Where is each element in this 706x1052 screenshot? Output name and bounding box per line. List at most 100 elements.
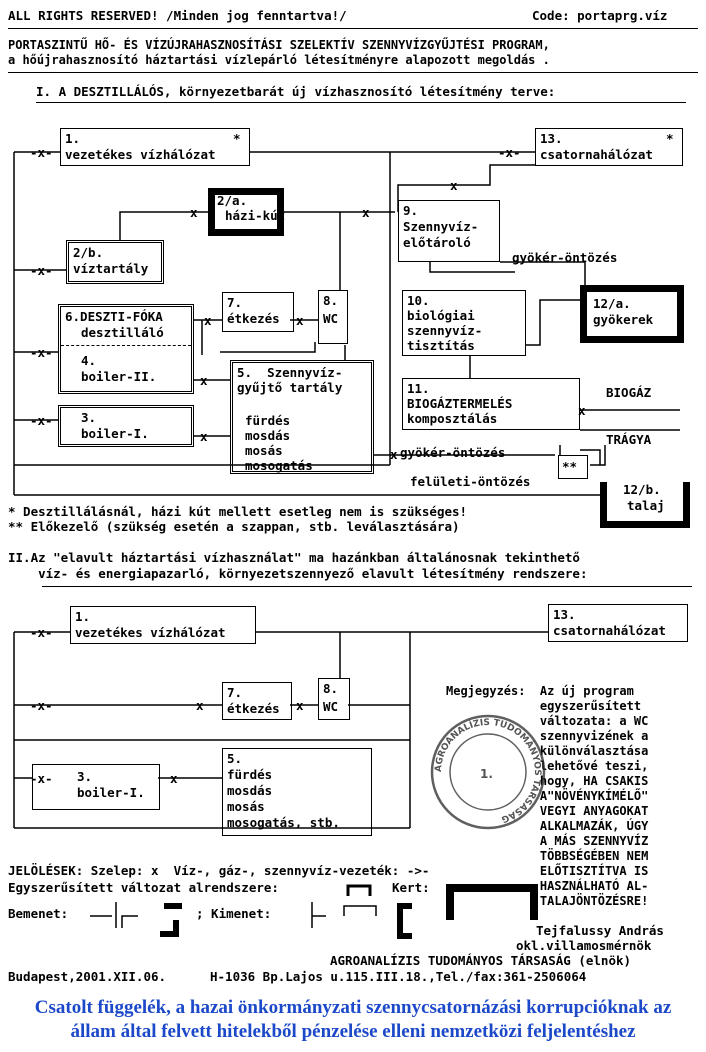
box-8-label: WC <box>323 311 339 326</box>
note-line-3: változata: a WC <box>446 714 649 728</box>
valve-marker: -x- <box>30 771 53 786</box>
title-line-2: a hőújrahasznosító háztartási vízlepárló… <box>8 53 550 67</box>
box-7-label: étkezés <box>227 311 280 326</box>
section2-rule <box>42 586 692 587</box>
subsystem-symbol <box>346 884 372 896</box>
box-13-number: 13. <box>540 131 563 146</box>
signature-org: AGROANALÍZIS TUDOMÁNYOS TÁRSASÁG (elnök) <box>330 953 632 968</box>
box-9-line-1: Szennyvíz- <box>403 219 479 234</box>
box-12a-number: 12/a. <box>593 296 631 311</box>
s2-box-5-item-4: mosogatás, stb. <box>227 815 340 830</box>
s2-box-5: 5. fürdés mosdás mosás mosogatás, stb. <box>222 748 372 836</box>
box-11-number: 11. <box>407 381 430 396</box>
box-12b-talaj: 12/b. talaj <box>600 482 690 528</box>
s2-box-13-csatornahalozat: 13. csatornahálózat <box>548 604 688 642</box>
valve-marker: -x- <box>498 145 521 160</box>
note-line-15: TALAJÖNTÖZÉSRE! <box>446 894 649 908</box>
box-2a-hazi-kut: 2/a. házi-kút <box>208 188 286 236</box>
valve-marker: x <box>296 313 304 328</box>
box-3-label: boiler-I. <box>81 426 149 441</box>
box-7-etkezes: 7. étkezés <box>222 292 294 332</box>
s2-box-5-item-1: fürdés <box>227 767 273 782</box>
s2-box-3-label: boiler-I. <box>77 785 145 800</box>
s2-box-13-number: 13. <box>553 607 576 622</box>
s2-box-7-label: étkezés <box>227 701 280 716</box>
note-line-9: VEGYI ANYAGOKAT <box>446 804 649 818</box>
note-line-14: HASZNÁLHATÓ AL- <box>446 879 649 893</box>
box-8-wc: 8. WC <box>318 290 348 344</box>
box-11-biogaztermeles: 11. BIOGÁZTERMELÉS komposztálás <box>402 378 580 430</box>
note-line-8: A"NÖVÉNYKÍMÉLŐ" <box>446 789 649 803</box>
kert-symbol <box>446 884 538 920</box>
s2-box-8-wc: 8. WC <box>318 678 350 720</box>
legend-bemenet: Bemenet: <box>8 906 69 921</box>
note-line-12: TÖBBSÉGÉBEN NEM <box>446 849 649 863</box>
box-10-line-3: tisztítás <box>407 338 475 353</box>
box-10-number: 10. <box>407 293 430 308</box>
box-pre-treatment: ** <box>558 455 588 479</box>
box-1-vezetekes-vizhalozat: 1. * vezetékes vízhálózat <box>60 128 250 166</box>
section1-rule <box>36 102 686 103</box>
note-line-13: ELŐTISZTÍTVA IS <box>446 864 649 878</box>
box-1-star: * <box>233 131 241 146</box>
box-9-number: 9. <box>403 203 419 218</box>
valve-marker: x <box>170 771 178 786</box>
footer-line-2: állam által felvett hitelekből pénzelése… <box>70 1021 636 1042</box>
box-4-label: boiler-II. <box>81 369 157 384</box>
box-7-number: 7. <box>227 295 243 310</box>
signature-name: Tejfalussy András <box>536 923 664 938</box>
valve-marker: x <box>190 205 198 220</box>
legend-kimenet: ; Kimenet: <box>196 906 272 921</box>
rights-text: ALL RIGHTS RESERVED! /Minden jog fenntar… <box>8 8 347 23</box>
valve-marker: -x- <box>30 145 53 160</box>
s2-box-3-number: 3. <box>77 769 93 784</box>
note-line-11: A MÁS SZENNYVÍZ <box>446 834 649 848</box>
legend-kert: Kert: <box>392 880 430 895</box>
box-6-divider <box>61 345 191 346</box>
valve-marker: x <box>200 373 208 388</box>
box-2b-viztartaly: 2/b. víztartály <box>66 240 164 284</box>
title-line-1: PORTASZINTŰ HŐ- ÉS VÍZÚJRAHASZNOSÍTÁSI S… <box>8 38 550 52</box>
note-line-5: különválasztása <box>446 744 649 758</box>
section1-heading: I. A DESZTILLÁLÓS, környezetbarát új víz… <box>36 84 556 99</box>
s2-box-1-label: vezetékes vízhálózat <box>75 625 226 640</box>
box-5-line-2: gyűjtő tartály <box>237 380 343 395</box>
box-2a-label: házi-kút <box>225 208 286 223</box>
valve-marker: -x- <box>30 625 53 640</box>
s2-box-5-item-3: mosás <box>227 799 265 814</box>
valve-marker: x <box>196 698 204 713</box>
box-9-szennyviz-elotarolo: 9. Szennyvíz- előtároló <box>398 200 500 262</box>
valve-marker: -x- <box>30 413 53 428</box>
box-1-label: vezetékes vízhálózat <box>65 147 216 162</box>
label-tragya: TRÁGYA <box>606 432 652 447</box>
box-13-star: * <box>666 131 674 146</box>
box-2a-number: 2/a. <box>217 193 248 208</box>
s2-box-7-number: 7. <box>227 685 243 700</box>
box-10-line-1: biológiai <box>407 308 475 323</box>
box-13-label: csatornahálózat <box>540 147 653 162</box>
box-6-deszti-foka: 6.DESZTI-FÓKA desztilláló 4. boiler-II. <box>58 304 194 394</box>
s2-box-13-label: csatornahálózat <box>553 623 666 638</box>
box-2b-number: 2/b. <box>73 245 104 260</box>
s2-box-1-number: 1. <box>75 609 91 624</box>
valve-marker: x <box>200 429 208 444</box>
box-5-szennyviz-gyujto-tartaly: 5. Szennyvíz- gyűjtő tartály fürdés mosd… <box>230 360 374 474</box>
box-10-line-2: szennyvíz- <box>407 323 483 338</box>
note-star-2: ** Előkezelő (szükség esetén a szappan, … <box>8 519 460 534</box>
footer-line-1: Csatolt függelék, a hazai önkormányzati … <box>34 997 672 1018</box>
note-line-4: szennyvizének a <box>446 729 649 743</box>
section2-heading-1: II.Az "elavult háztartási vízhasználat" … <box>8 550 580 565</box>
label-biogaz: BIOGÁZ <box>606 385 652 400</box>
note-line-2: egyszerűsített <box>446 699 642 713</box>
stamp-seal: AGROANALÍZIS TUDOMÁNYOS TÁRSASÁG 1. <box>430 714 546 830</box>
title-rule <box>8 72 698 73</box>
box-5-item-2: mosdás <box>245 428 291 443</box>
label-feluleti-ontozes: felületi-öntözés <box>410 474 531 489</box>
s2-box-8-number: 8. <box>323 681 339 696</box>
box-6-line-2: desztilláló <box>81 325 164 340</box>
box-11-line-2: komposztálás <box>407 411 498 426</box>
header-rule <box>8 28 698 29</box>
valve-marker: x <box>204 313 212 328</box>
note-star-1: * Desztillálásnál, házi kút mellett eset… <box>8 504 468 519</box>
